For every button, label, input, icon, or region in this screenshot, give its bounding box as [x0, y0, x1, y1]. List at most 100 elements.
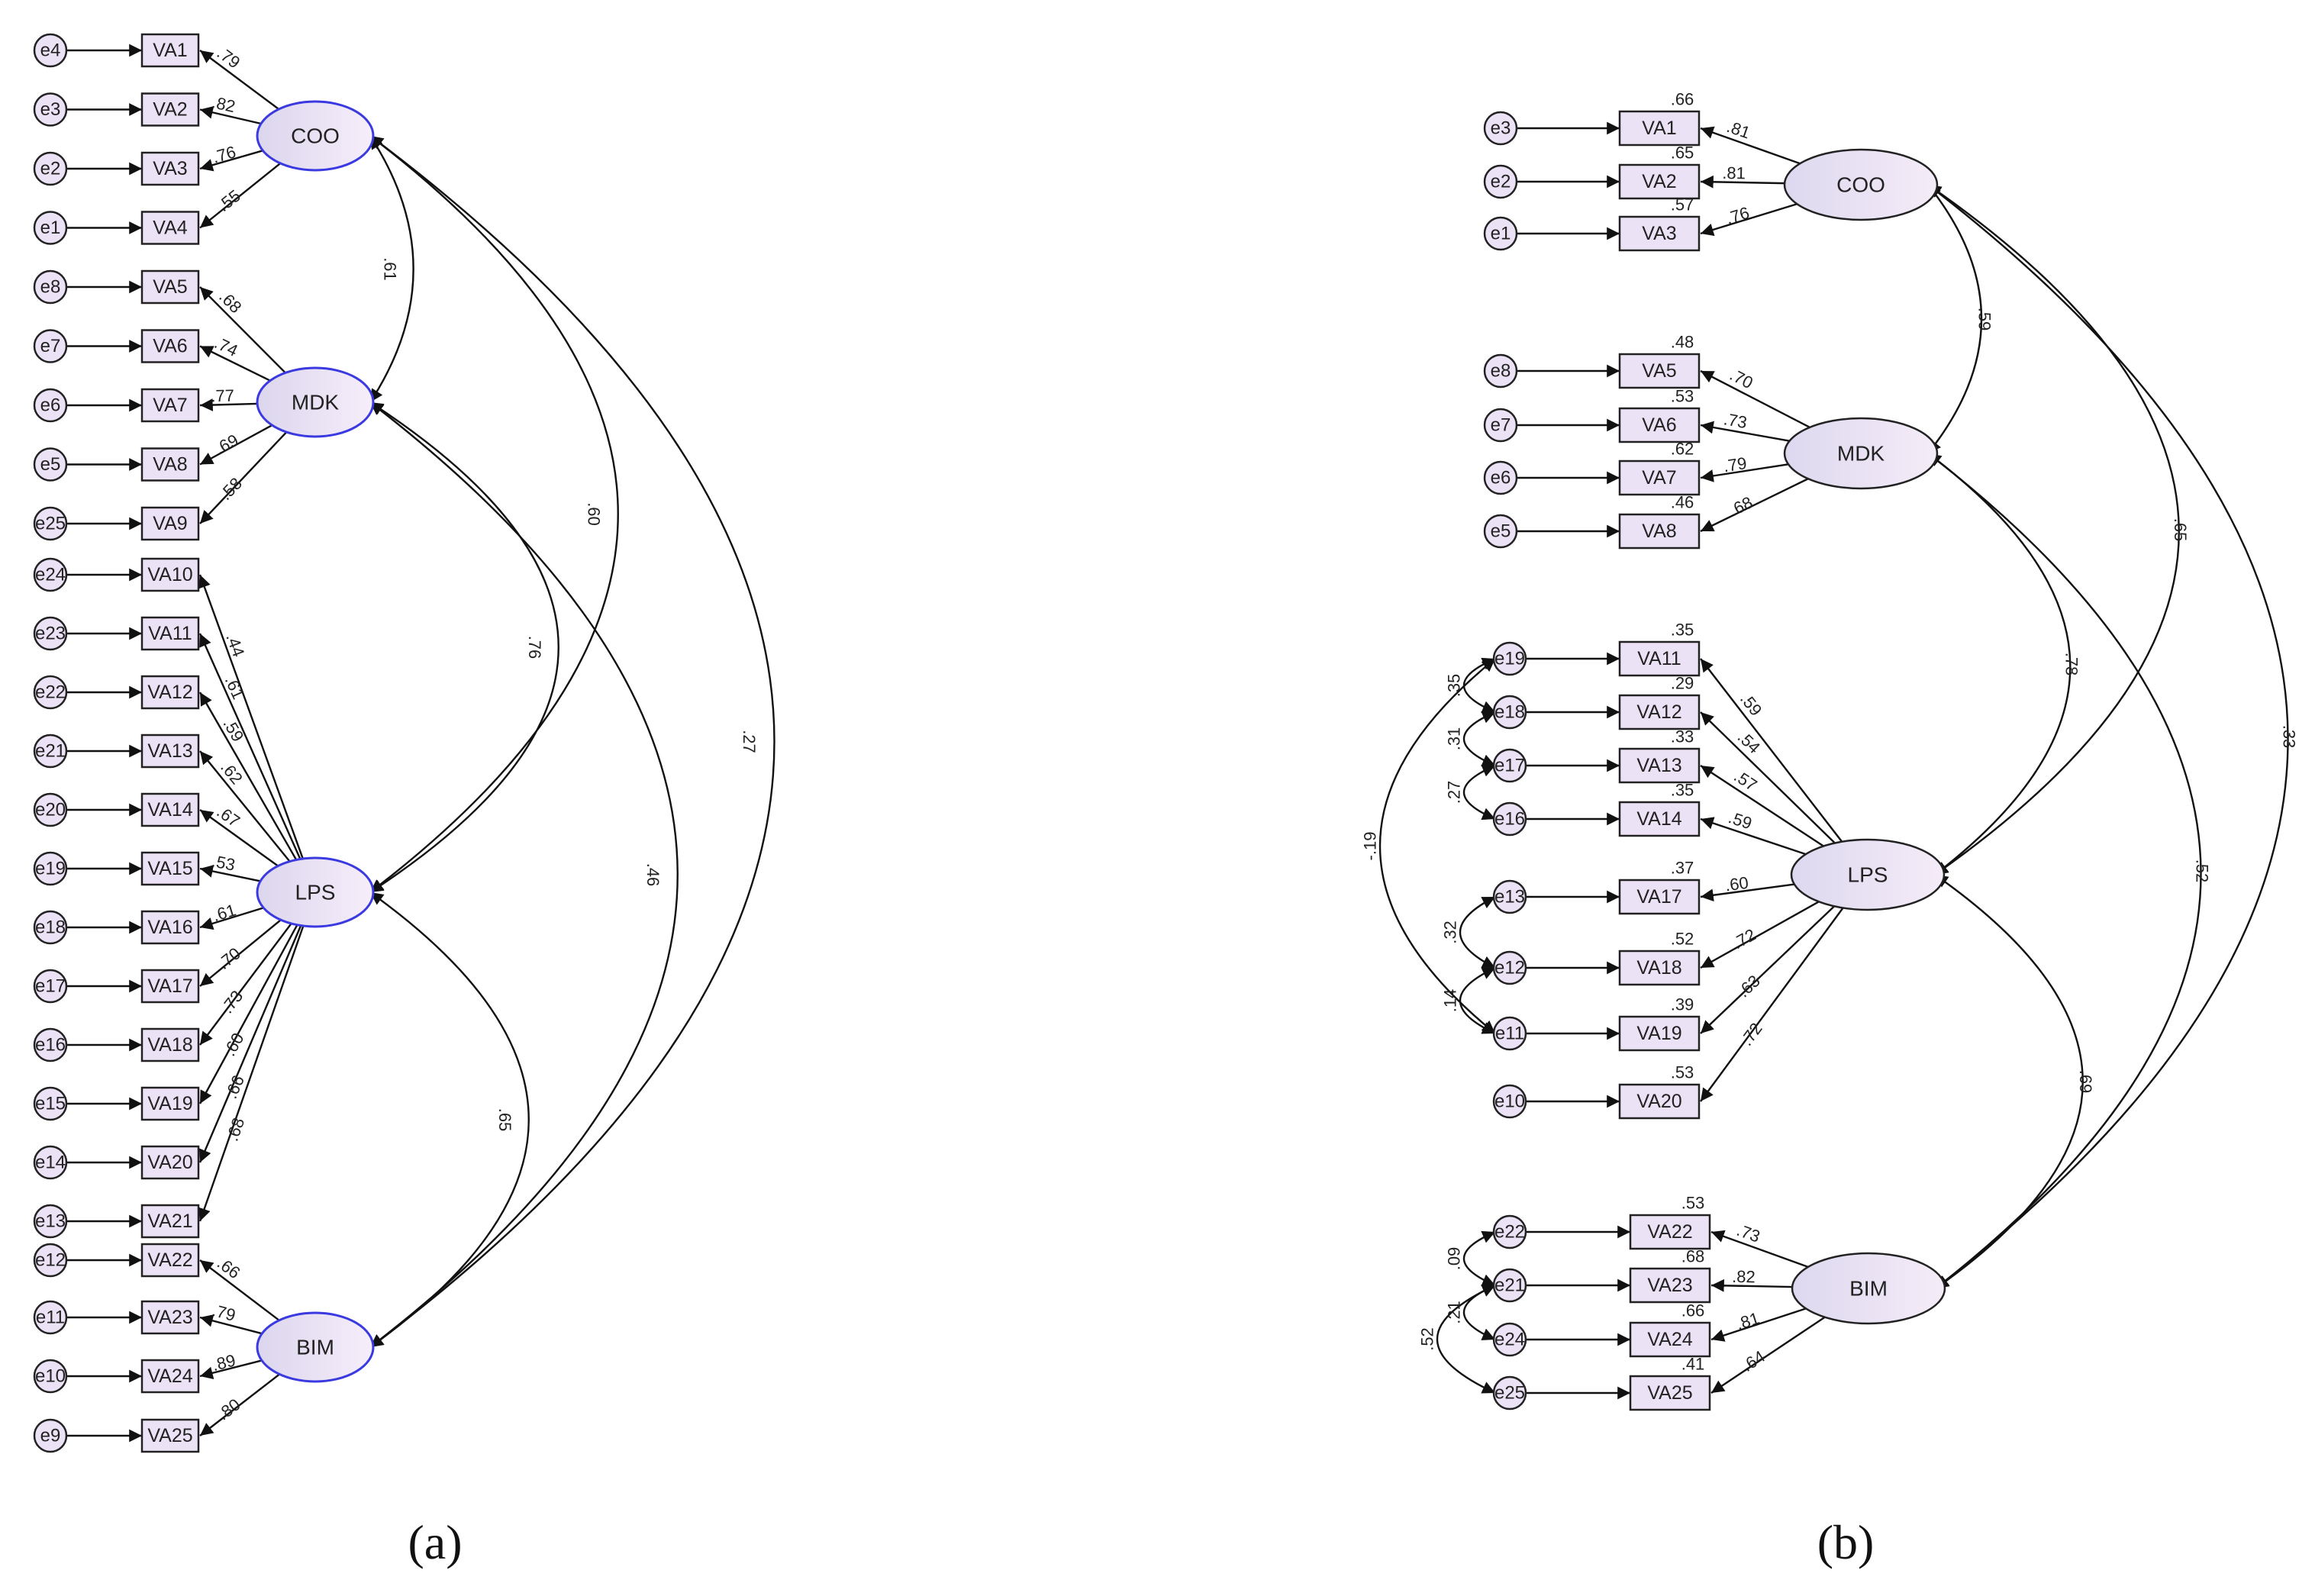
error-circle-e10: [33, 1359, 68, 1394]
loading-path-b-BIM-VA22: [1710, 1230, 1809, 1268]
indicator-box-VA18: [140, 1027, 200, 1062]
latent-label-a-MDK: MDK: [292, 391, 340, 414]
indicator-label-VA9: VA9: [153, 513, 187, 534]
error-label-b-e1: e1: [1491, 224, 1511, 244]
error-cov-coef-b-e19-e18: .35: [1445, 674, 1464, 698]
r2-b-VA24: .66: [1681, 1301, 1705, 1320]
loading-path-b-LPS-VA11: [1700, 658, 1843, 843]
loading-path-a-COO-VA2: [199, 106, 262, 125]
r2-b-VA19: .39: [1671, 995, 1694, 1014]
indicator-box-VA25: [140, 1418, 200, 1453]
error-label-b-e25: e25: [1494, 1383, 1525, 1404]
error-cov-coef-b-e12-e11: .14: [1441, 989, 1460, 1013]
loading-path-a-MDK-VA7: [199, 398, 258, 411]
error-circle-b-e1: [1483, 216, 1518, 251]
indicator-label-VA1: VA1: [153, 40, 187, 61]
indicator-box-VA4: [140, 211, 200, 245]
indicator-box-VA9: [140, 506, 200, 541]
loading-coef-b-VA11: .59: [1736, 689, 1766, 719]
covariance-arc-b-MDK-BIM: [1927, 453, 2202, 1289]
error-circle-e21: [33, 734, 68, 769]
loading-path-a-LPS-VA15: [199, 865, 261, 882]
r2-b-VA18: .52: [1671, 930, 1694, 949]
caption-a: (a): [408, 1515, 462, 1569]
error-circle-e14: [33, 1145, 68, 1180]
loading-path-b-LPS-VA20: [1700, 907, 1844, 1102]
loading-path-b-LPS-VA13: [1700, 764, 1824, 847]
error-circle-e22: [33, 675, 68, 710]
latent-label-a-COO: COO: [291, 124, 340, 148]
loading-coef-b-VA23: .82: [1732, 1267, 1756, 1287]
covariance-coef-b-COO-BIM: .33: [2280, 725, 2299, 749]
covariance-coef-a-COO-MDK: .61: [381, 257, 400, 281]
error-circle-e23: [33, 616, 68, 651]
loading-coef-b-VA5: .70: [1727, 365, 1756, 392]
indicator-label-VA25: VA25: [147, 1425, 192, 1446]
error-label-e14: e14: [35, 1153, 66, 1173]
loading-path-b-LPS-VA19: [1700, 905, 1835, 1034]
indicator-label-b-VA22: VA22: [1647, 1221, 1692, 1243]
loading-coef-a-VA7: .77: [211, 386, 234, 406]
loading-path-b-MDK-VA7: [1700, 463, 1789, 482]
r2-b-VA12: .29: [1671, 674, 1694, 693]
loading-coef-a-VA6: .74: [211, 333, 240, 360]
indicator-label-VA4: VA4: [153, 218, 187, 239]
error-label-b-e8: e8: [1491, 361, 1511, 382]
latent-label-b-COO: COO: [1836, 173, 1885, 197]
r2-b-VA22: .53: [1681, 1194, 1705, 1213]
error-circle-e20: [33, 792, 68, 827]
indicator-box-VA15: [140, 851, 200, 886]
loading-coef-a-VA10: .44: [222, 630, 248, 659]
loading-path-a-MDK-VA8: [199, 424, 273, 466]
indicator-label-VA16: VA16: [147, 917, 192, 938]
covariance-coef-a-MDK-LPS: .76: [525, 636, 544, 659]
error-circle-e7: [33, 329, 68, 363]
error-label-e22: e22: [35, 682, 66, 703]
covariance-arc-a-MDK-LPS: [369, 401, 559, 894]
indicator-label-VA21: VA21: [147, 1211, 192, 1232]
error-label-e1: e1: [40, 218, 61, 238]
loading-coef-a-VA19: .60: [220, 1030, 248, 1059]
error-label-e19: e19: [35, 859, 66, 879]
loading-path-a-LPS-VA18: [199, 923, 292, 1046]
loading-path-b-BIM-VA24: [1710, 1307, 1807, 1342]
indicator-label-VA20: VA20: [147, 1152, 192, 1173]
r2-b-VA25: .41: [1681, 1355, 1705, 1374]
error-label-b-e7: e7: [1491, 415, 1511, 436]
indicator-label-b-VA1: VA1: [1642, 118, 1676, 139]
indicator-box-b-VA20: [1618, 1083, 1701, 1120]
indicator-box-b-VA7: [1618, 459, 1701, 496]
loading-path-b-MDK-VA5: [1700, 369, 1810, 428]
error-circle-b-e18: [1492, 695, 1527, 730]
loading-coef-a-VA15: .53: [210, 851, 237, 875]
error-label-b-e6: e6: [1491, 468, 1511, 488]
loading-path-a-BIM-VA22: [199, 1259, 280, 1321]
caption-b: (b): [1817, 1515, 1875, 1569]
indicator-box-VA20: [140, 1145, 200, 1180]
loading-path-a-MDK-VA5: [199, 286, 286, 374]
indicator-box-b-VA17: [1618, 879, 1701, 915]
r2-b-VA17: .37: [1671, 859, 1694, 878]
error-label-e18: e18: [35, 917, 66, 938]
error-label-b-e2: e2: [1491, 172, 1511, 192]
indicator-box-VA12: [140, 675, 200, 710]
loading-coef-b-VA6: .73: [1722, 409, 1748, 432]
error-circle-b-e3: [1483, 111, 1518, 146]
covariance-arc-b-COO-LPS: [1927, 184, 2180, 875]
latent-b-MDK: [1783, 417, 1939, 490]
r2-b-VA2: .65: [1671, 143, 1694, 163]
error-label-e12: e12: [35, 1250, 66, 1271]
loading-path-a-LPS-VA19: [198, 924, 298, 1104]
error-label-e7: e7: [40, 336, 61, 356]
covariance-arc-b-COO-BIM: [1927, 184, 2289, 1289]
indicator-label-b-VA2: VA2: [1642, 171, 1676, 192]
covariance-coef-b-MDK-BIM: .52: [2193, 859, 2212, 883]
latent-a-COO: [256, 100, 375, 172]
r2-b-VA8: .46: [1671, 493, 1694, 512]
covariance-arc-b-LPS-BIM: [1934, 874, 2084, 1289]
covariance-coef-b-LPS-BIM: .69: [2076, 1070, 2095, 1094]
error-label-e10: e10: [35, 1366, 66, 1387]
indicator-label-VA13: VA13: [147, 740, 192, 762]
indicator-label-b-VA7: VA7: [1642, 467, 1676, 488]
